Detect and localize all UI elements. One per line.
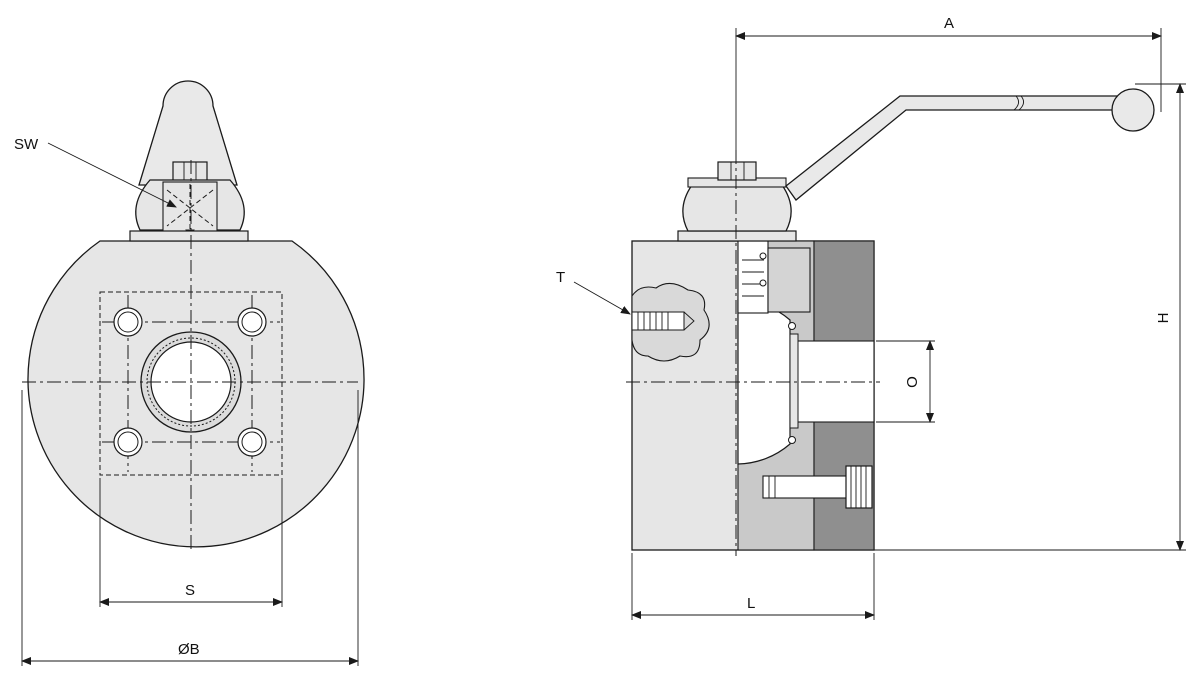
- bolt-hole-bottom-right: [237, 427, 267, 457]
- front-top-plate: [129, 230, 249, 242]
- front-handle-lever: [138, 80, 238, 186]
- dimension-a: A: [735, 15, 1162, 160]
- side-hex-nut: [717, 161, 757, 181]
- label-s: S: [185, 582, 195, 599]
- dimension-l: L: [631, 553, 875, 620]
- dimension-h: H: [874, 83, 1186, 551]
- dimension-ob: ØB: [21, 390, 359, 666]
- dimension-t: T: [556, 269, 631, 315]
- front-hex-nut: [172, 161, 208, 183]
- label-h: H: [1155, 313, 1172, 324]
- side-stem: [737, 240, 769, 314]
- side-top-plate: [677, 230, 797, 242]
- side-bolt: [762, 465, 873, 509]
- label-t: T: [556, 269, 565, 286]
- side-view: [626, 88, 1155, 556]
- bolt-hole-top-right: [237, 307, 267, 337]
- side-bonnet: [682, 184, 792, 232]
- side-handle-lever: [785, 95, 1119, 201]
- front-view: [22, 80, 365, 550]
- label-ob: ØB: [178, 641, 200, 658]
- front-stem: [162, 181, 218, 233]
- label-a: A: [944, 15, 954, 32]
- dimension-sw: SW: [14, 136, 177, 208]
- bolt-hole-top-left: [113, 307, 143, 337]
- dimension-s: S: [99, 478, 283, 607]
- handle-knob: [1111, 88, 1155, 132]
- bolt-hole-bottom-left: [113, 427, 143, 457]
- label-o: O: [904, 376, 921, 388]
- label-l: L: [747, 595, 755, 612]
- dimension-o: O: [876, 340, 935, 423]
- label-sw: SW: [14, 136, 39, 153]
